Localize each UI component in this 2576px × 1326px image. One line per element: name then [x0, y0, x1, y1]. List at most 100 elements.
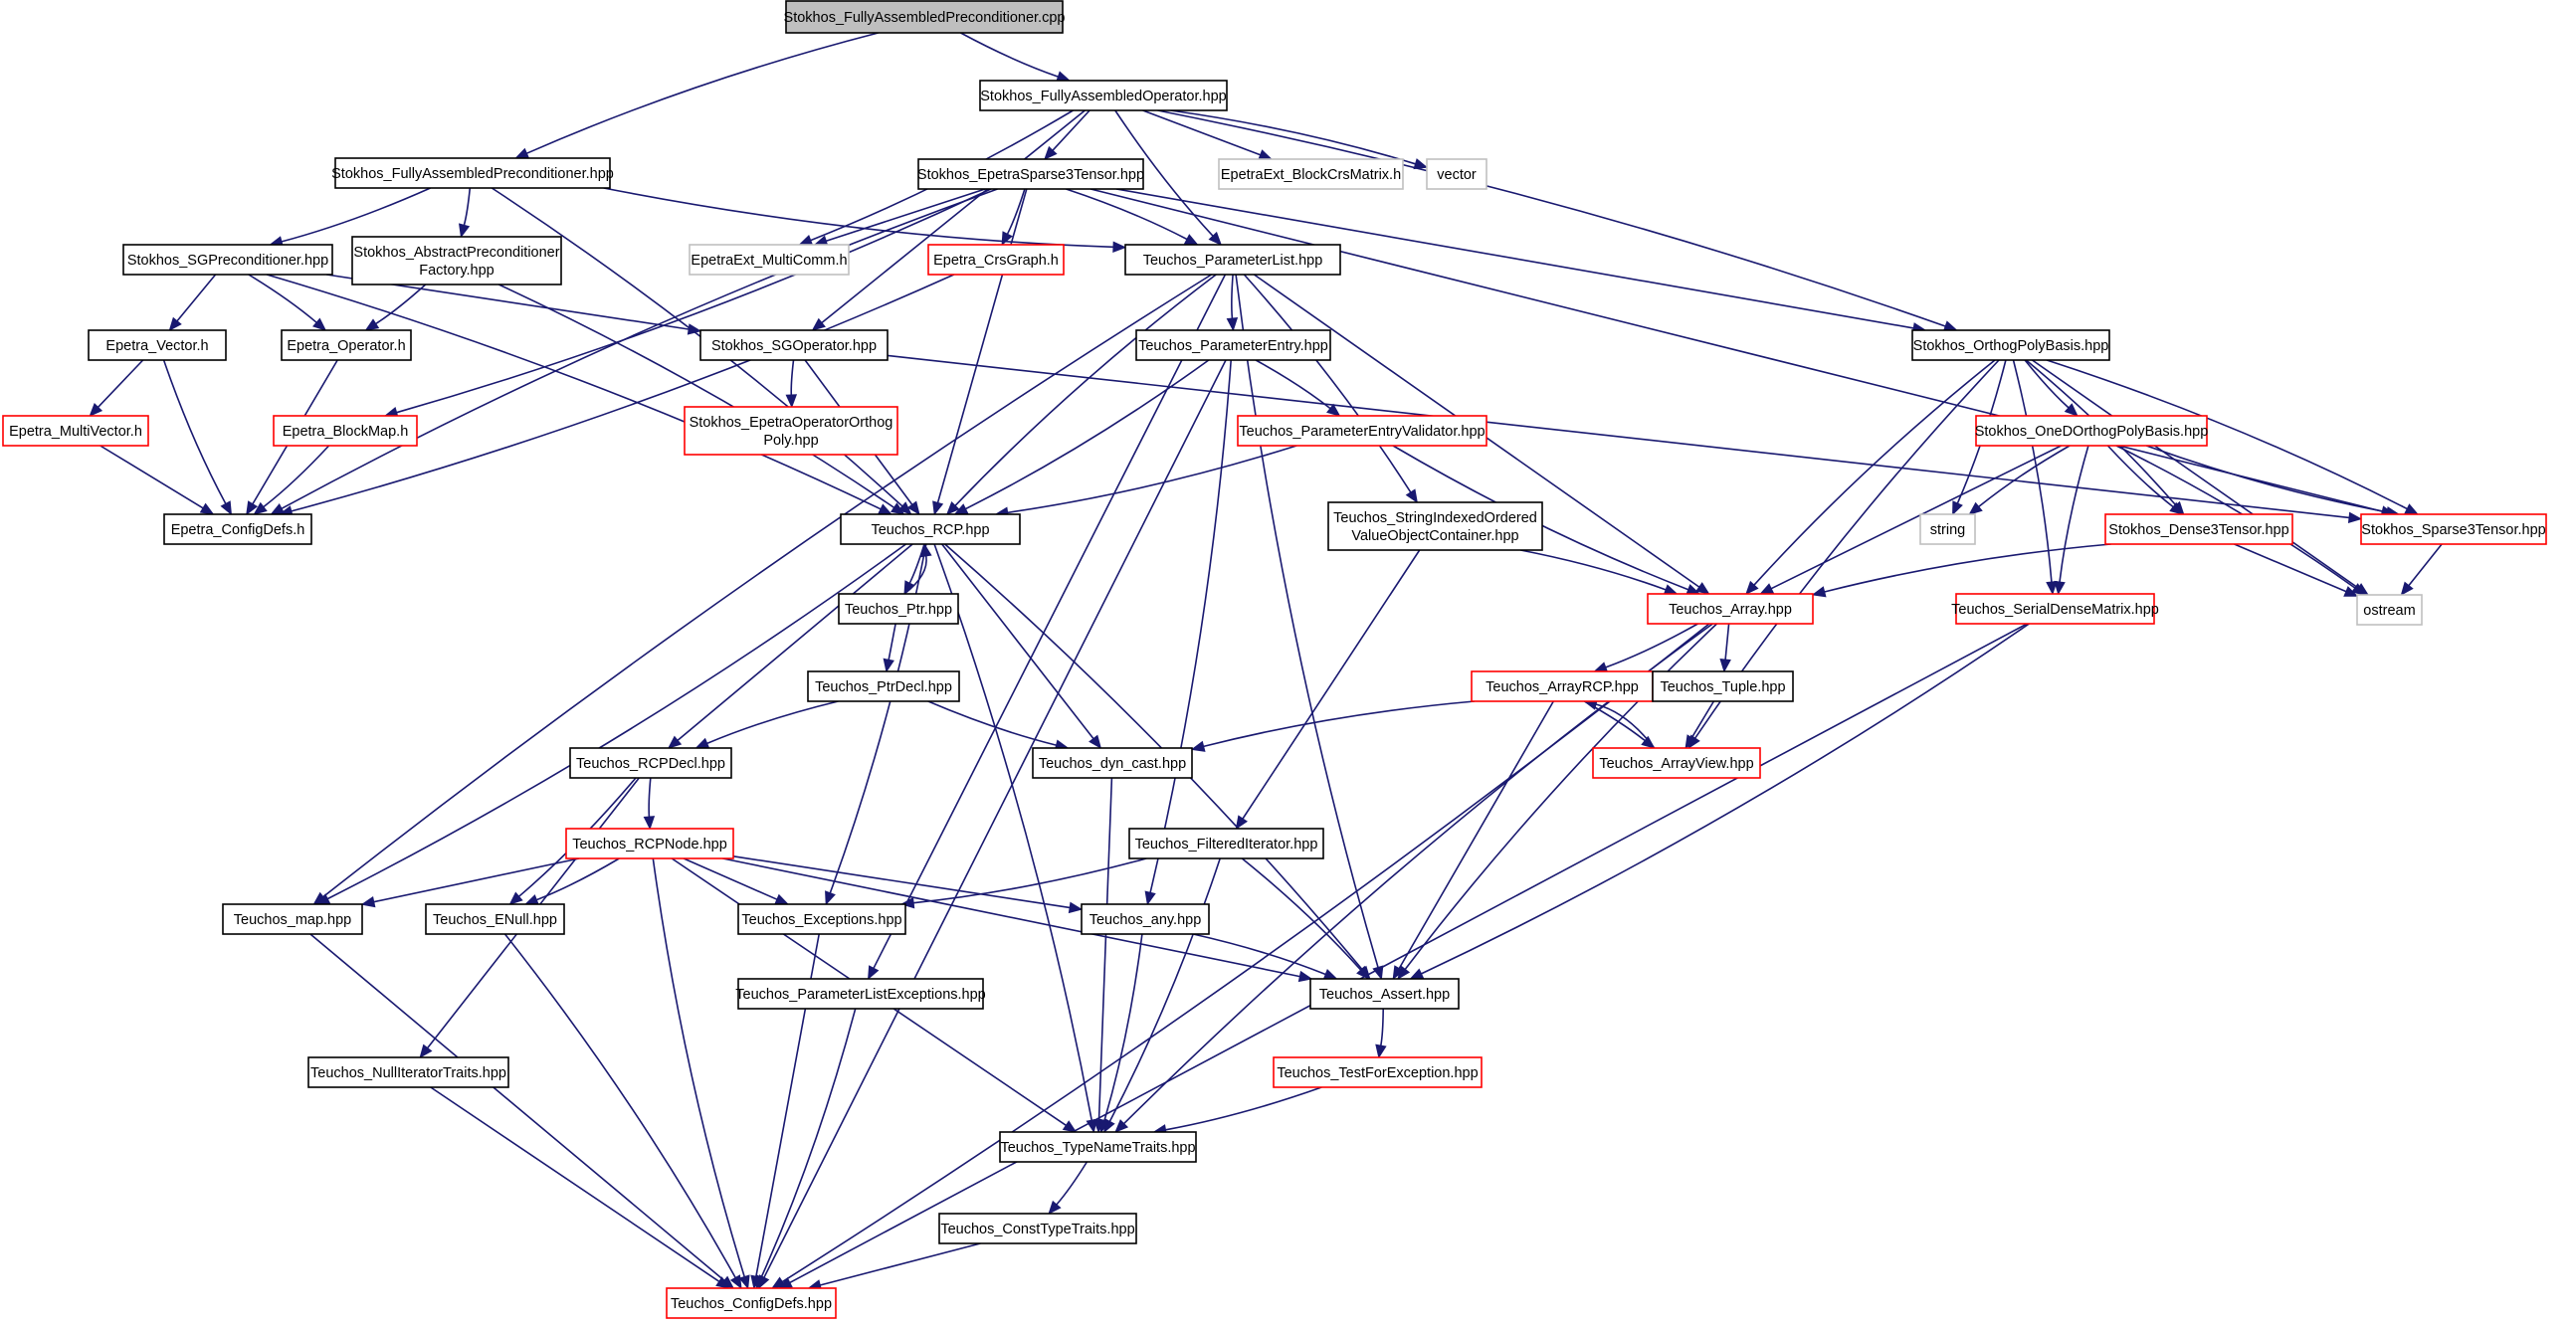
edge-arrowhead — [1684, 734, 1697, 750]
edge-line — [1520, 549, 1667, 591]
node-emv[interactable]: Epetra_MultiVector.h — [2, 415, 149, 447]
node-box — [2360, 513, 2547, 545]
node-box — [840, 513, 1021, 545]
node-map[interactable]: Teuchos_map.hpp — [222, 903, 363, 935]
node-label: Teuchos_TypeNameTraits.hpp — [1000, 1140, 1195, 1156]
node-ctt[interactable]: Teuchos_ConstTypeTraits.hpp — [938, 1213, 1137, 1244]
node-es3t[interactable]: Stokhos_EpetraSparse3Tensor.hpp — [917, 158, 1144, 190]
node-pev[interactable]: Teuchos_ParameterEntryValidator.hpp — [1237, 415, 1487, 447]
node-fapc_cpp[interactable]: Stokhos_FullyAssembledPreconditioner.cpp — [784, 0, 1066, 34]
node-box — [1309, 978, 1460, 1010]
node-arcp[interactable]: Teuchos_ArrayRCP.hpp — [1471, 670, 1654, 702]
node-bcrs[interactable]: EpetraExt_BlockCrsMatrix.h — [1218, 158, 1404, 190]
node-tnt[interactable]: Teuchos_TypeNameTraits.hpp — [999, 1131, 1197, 1163]
edge-arrowhead — [1190, 740, 1206, 752]
edge-array-to-arcp — [1593, 623, 1698, 673]
node-plexc[interactable]: Teuchos_ParameterListExceptions.hpp — [735, 978, 986, 1010]
node-box — [222, 903, 363, 935]
edge-rcpnode-to-exc — [683, 857, 790, 905]
node-box — [1032, 747, 1193, 779]
node-box — [307, 1056, 509, 1088]
node-crsgraph[interactable]: Epetra_CrsGraph.h — [927, 244, 1065, 276]
edge-d3t-to-ostream — [2234, 543, 2359, 597]
edge-line — [1404, 623, 1718, 970]
node-label: EpetraExt_MultiComm.h — [691, 253, 847, 269]
edge-line — [1170, 109, 1416, 165]
node-ptrdecl[interactable]: Teuchos_PtrDecl.hpp — [807, 670, 960, 702]
edge-arrowhead — [1593, 662, 1609, 673]
node-opb[interactable]: Stokhos_OrthogPolyBasis.hpp — [1911, 329, 2110, 361]
node-evec[interactable]: Epetra_Vector.h — [88, 329, 227, 361]
node-box — [917, 158, 1144, 190]
edge-line — [430, 1086, 720, 1282]
node-sdm[interactable]: Teuchos_SerialDenseMatrix.hpp — [1951, 593, 2159, 625]
edge-arrowhead — [932, 500, 944, 516]
edge-arrowhead — [360, 895, 376, 908]
edge-fao-to-opb — [1157, 109, 1958, 332]
node-eop[interactable]: Epetra_Operator.h — [281, 329, 412, 361]
node-string[interactable]: string — [1919, 513, 1976, 545]
node-array[interactable]: Teuchos_Array.hpp — [1647, 593, 1814, 625]
node-sivo[interactable]: Teuchos_StringIndexedOrderedValueObjectC… — [1327, 501, 1543, 551]
node-apf[interactable]: Stokhos_AbstractPreconditionerFactory.hp… — [351, 236, 562, 285]
node-any[interactable]: Teuchos_any.hpp — [1081, 903, 1210, 935]
node-box — [927, 244, 1065, 276]
node-ptr[interactable]: Teuchos_Ptr.hpp — [838, 593, 959, 625]
edge-line — [497, 284, 895, 508]
node-dyncast[interactable]: Teuchos_dyn_cast.hpp — [1032, 747, 1193, 779]
node-s3t[interactable]: Stokhos_Sparse3Tensor.hpp — [2360, 513, 2547, 545]
node-box — [737, 903, 906, 935]
node-plist[interactable]: Teuchos_ParameterList.hpp — [1124, 244, 1341, 276]
node-aview[interactable]: Teuchos_ArrayView.hpp — [1592, 747, 1761, 779]
edge-array-to-tcfg — [770, 623, 1710, 1289]
edge-line — [965, 359, 1210, 510]
node-label: Stokhos_OneDOrthogPolyBasis.hpp — [1975, 424, 2209, 440]
node-d3t[interactable]: Stokhos_Dense3Tensor.hpp — [2104, 513, 2293, 545]
node-fao[interactable]: Stokhos_FullyAssembledOperator.hpp — [979, 80, 1228, 111]
node-rcpnode[interactable]: Teuchos_RCPNode.hpp — [565, 828, 734, 859]
edge-arrowhead — [1322, 969, 1338, 980]
node-assert[interactable]: Teuchos_Assert.hpp — [1309, 978, 1460, 1010]
edge-arrowhead — [1356, 965, 1370, 980]
edge-line — [1231, 274, 1234, 319]
edge-line — [162, 359, 227, 504]
edge-arrowhead — [1062, 1120, 1078, 1133]
edge-arrowhead — [878, 503, 893, 515]
node-ostream[interactable]: ostream — [2356, 594, 2423, 626]
node-label: Teuchos_Assert.hpp — [1319, 987, 1450, 1003]
node-cfgdefs[interactable]: Epetra_ConfigDefs.h — [163, 513, 312, 545]
edge-line — [2024, 359, 2070, 409]
node-exc[interactable]: Teuchos_Exceptions.hpp — [737, 903, 906, 935]
edge-ptrdecl-to-dyncast — [927, 700, 1070, 751]
node-tuple[interactable]: Teuchos_Tuple.hpp — [1652, 670, 1794, 702]
node-odopb[interactable]: Stokhos_OneDOrthogPolyBasis.hpp — [1975, 415, 2209, 447]
node-sgop[interactable]: Stokhos_SGOperator.hpp — [699, 329, 889, 361]
edge-line — [373, 857, 580, 903]
node-fap[interactable]: Stokhos_FullyAssembledPreconditioner.hpp — [331, 157, 614, 189]
edge-map-to-tcfg — [309, 933, 735, 1289]
edge-line — [322, 274, 1213, 898]
node-tcfg[interactable]: Teuchos_ConfigDefs.hpp — [666, 1287, 837, 1319]
node-blockmap[interactable]: Epetra_BlockMap.h — [273, 415, 418, 447]
node-pentry[interactable]: Teuchos_ParameterEntry.hpp — [1135, 329, 1331, 361]
node-filtit[interactable]: Teuchos_FilteredIterator.hpp — [1128, 828, 1324, 859]
edge-arrowhead — [1695, 582, 1710, 595]
node-rcpdecl[interactable]: Teuchos_RCPDecl.hpp — [569, 747, 732, 779]
node-sgprec[interactable]: Stokhos_SGPreconditioner.hpp — [122, 244, 333, 276]
node-box — [1237, 415, 1487, 447]
node-rcp[interactable]: Teuchos_RCP.hpp — [840, 513, 1021, 545]
edge-line — [1241, 857, 1362, 971]
node-vector[interactable]: vector — [1426, 158, 1487, 190]
edge-rcpnode-to-any — [732, 855, 1084, 914]
node-nit[interactable]: Teuchos_NullIteratorTraits.hpp — [307, 1056, 509, 1088]
edge-arrowhead — [920, 542, 932, 558]
node-box — [807, 670, 960, 702]
edge-line — [652, 857, 745, 1277]
node-multicomm[interactable]: EpetraExt_MultiComm.h — [689, 244, 850, 276]
edge-line — [888, 623, 896, 661]
node-tfe[interactable]: Teuchos_TestForException.hpp — [1273, 1056, 1483, 1088]
edge-rcpnode-to-map — [360, 857, 580, 908]
node-enull[interactable]: Teuchos_ENull.hpp — [425, 903, 565, 935]
edge-line — [1056, 1161, 1089, 1206]
